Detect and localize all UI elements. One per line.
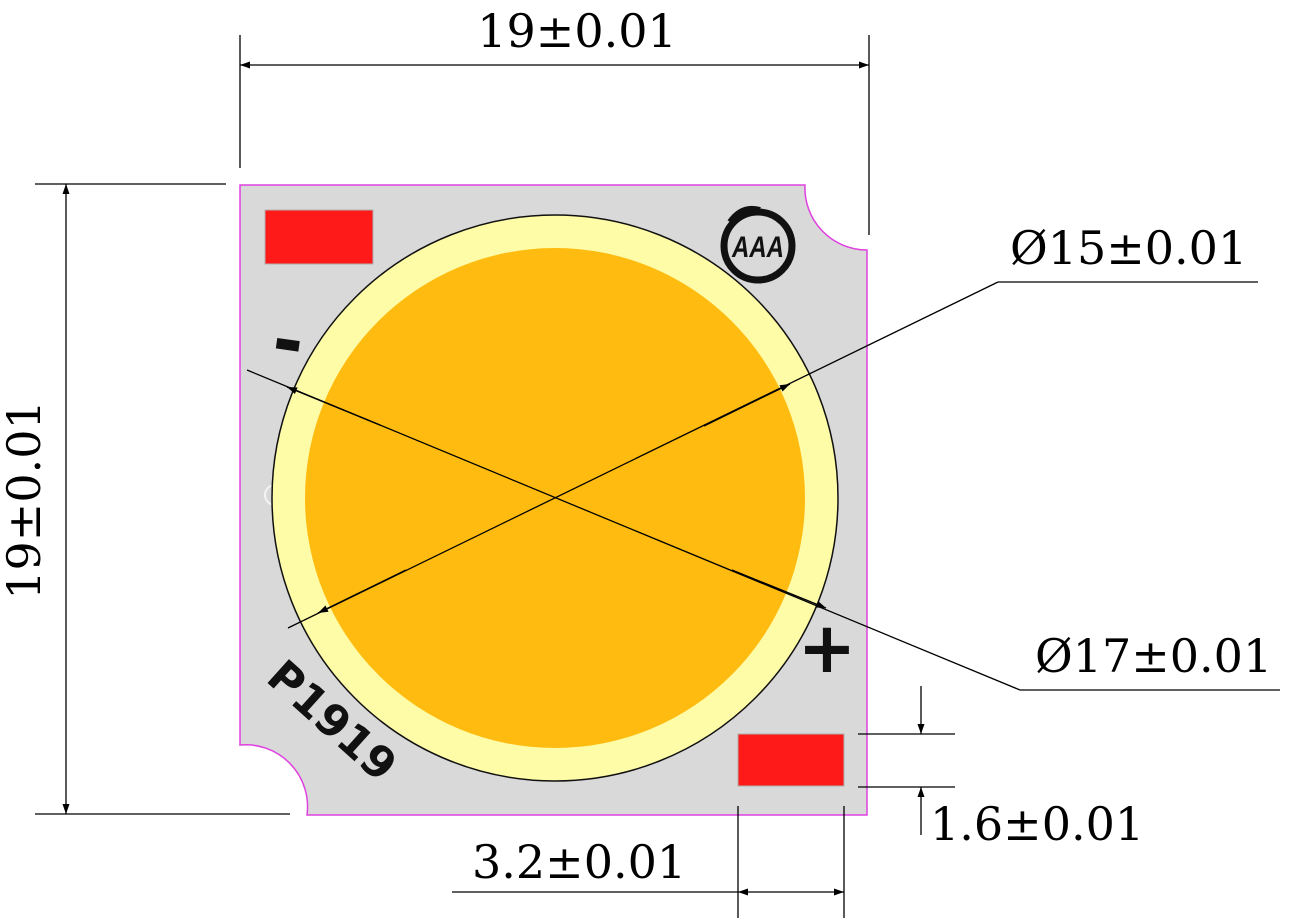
width-dimension-label: 19±0.01 <box>477 4 677 58</box>
height-dimension <box>35 183 290 815</box>
outer-diameter-label: Ø17±0.01 <box>1035 629 1272 683</box>
height-dimension-label: 19±0.01 <box>0 400 51 600</box>
negative-pad <box>264 209 374 265</box>
inner-diameter-label: Ø15±0.01 <box>1010 221 1247 275</box>
pad-width-dimension <box>452 806 845 918</box>
aaa-logo: AAA <box>720 205 796 284</box>
svg-text:AAA: AAA <box>731 231 784 264</box>
pad-height-label: 1.6±0.01 <box>930 797 1144 851</box>
positive-pad <box>737 733 845 787</box>
pad-width-label: 3.2±0.01 <box>472 835 686 889</box>
width-dimension <box>239 35 870 235</box>
positive-polarity-mark: + <box>798 607 857 689</box>
inner-diameter-leader <box>287 281 1258 629</box>
pad-height-dimension <box>858 686 955 835</box>
outer-diameter-leader <box>246 369 1280 691</box>
